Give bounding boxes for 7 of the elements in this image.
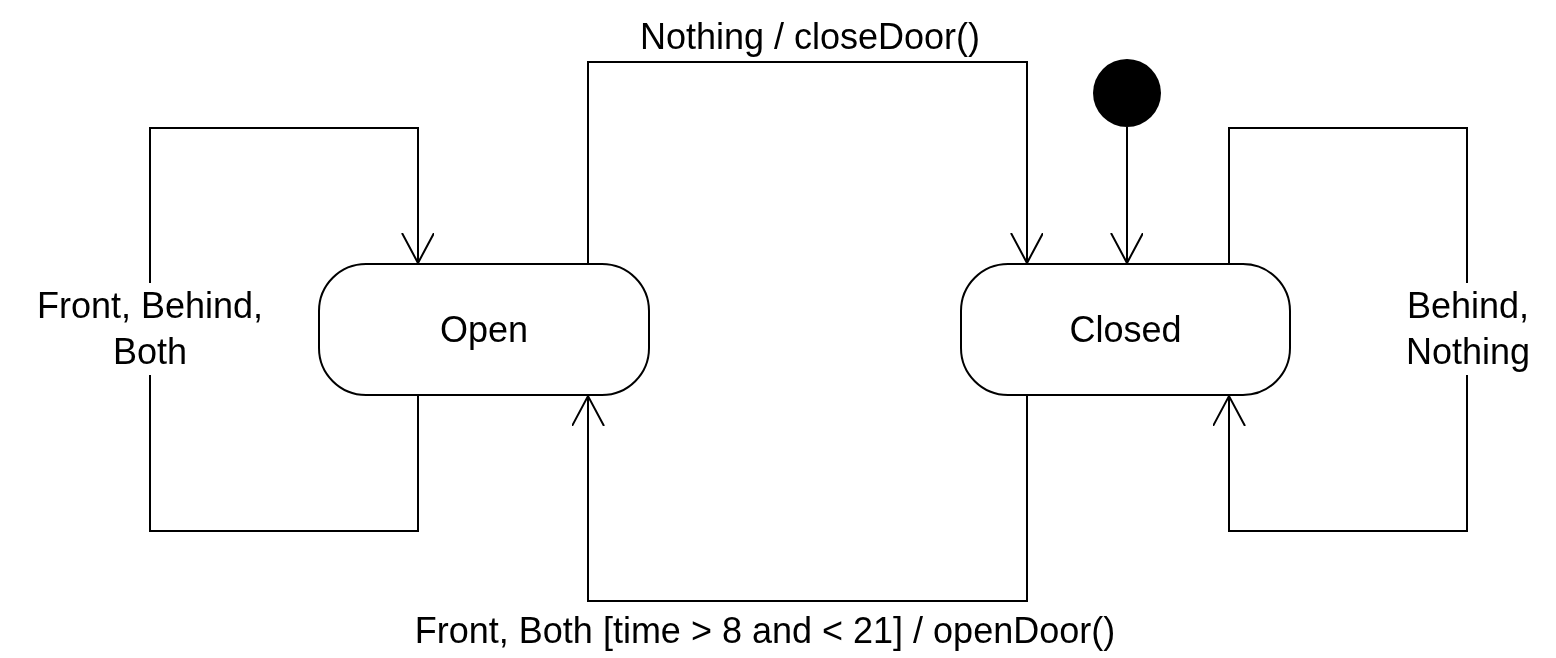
- state-box: Open: [318, 263, 650, 396]
- transition-arrow: [587, 61, 1044, 264]
- transition-arrow: [149, 127, 435, 532]
- transition-arrow: [571, 395, 1028, 602]
- state-box: Closed: [960, 263, 1291, 396]
- transition-arrow: [1212, 127, 1468, 532]
- transition-arrow: [1110, 126, 1144, 264]
